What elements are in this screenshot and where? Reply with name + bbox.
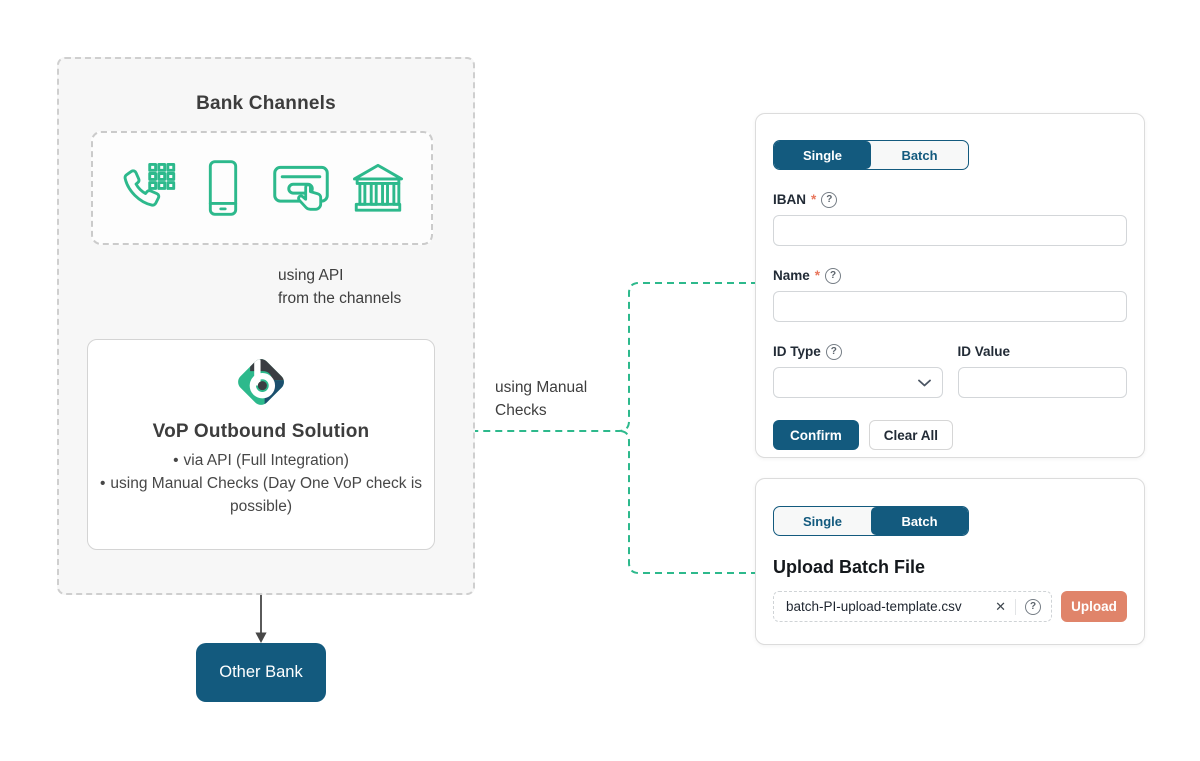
card-tap-icon <box>270 158 332 218</box>
bank-channels-title: Bank Channels <box>196 93 336 114</box>
vop-bullet-text: via API (Full Integration) <box>183 452 349 469</box>
vop-bullet-text: using Manual Checks (Day One VoP check i… <box>110 475 423 515</box>
using-api-label-line2: from the channels <box>278 290 402 307</box>
vop-bullet-list: •via API (Full Integration) •using Manua… <box>98 449 424 518</box>
help-icon[interactable]: ? <box>825 267 842 284</box>
phone-keypad-icon <box>117 159 177 217</box>
id-fields-row: ID Type ? ID Value <box>773 322 1127 398</box>
smartphone-icon <box>194 159 252 217</box>
using-manual-checks-line2: Checks <box>495 402 547 419</box>
bank-icon <box>349 159 407 217</box>
bullet-marker: • <box>173 452 179 469</box>
id-value-label-row: ID Value <box>958 343 1128 360</box>
tab-single[interactable]: Single <box>774 141 871 169</box>
upload-button[interactable]: Upload <box>1061 591 1127 622</box>
confirm-button[interactable]: Confirm <box>773 420 859 450</box>
help-icon[interactable]: ? <box>821 191 838 208</box>
tab-batch[interactable]: Batch <box>871 507 968 535</box>
name-input[interactable] <box>773 291 1127 322</box>
id-type-select[interactable] <box>773 367 943 398</box>
id-type-label-row: ID Type ? <box>773 343 943 360</box>
using-manual-checks-label: using Manual Checks <box>495 376 587 422</box>
tab-batch[interactable]: Batch <box>901 147 938 163</box>
divider <box>1015 598 1016 615</box>
iban-input[interactable] <box>773 215 1127 246</box>
id-value-column: ID Value <box>957 322 1128 398</box>
required-asterisk: * <box>814 268 821 283</box>
vop-bullet-item: •using Manual Checks (Day One VoP check … <box>98 472 424 518</box>
vop-solution-box: VoP Outbound Solution •via API (Full Int… <box>87 339 435 550</box>
id-value-label: ID Value <box>957 344 1011 359</box>
clear-file-icon[interactable]: ✕ <box>995 599 1006 614</box>
batch-upload-panel: Single Batch Upload Batch File batch-PI-… <box>755 478 1145 645</box>
mode-tab-group: Single Batch <box>773 140 969 170</box>
required-asterisk: * <box>811 192 817 207</box>
help-icon[interactable]: ? <box>1025 598 1041 615</box>
bank-channels-box <box>91 131 433 245</box>
using-api-label-line1: using API <box>278 267 344 284</box>
file-dropzone[interactable]: batch-PI-upload-template.csv ✕ ? <box>773 591 1052 622</box>
single-verification-panel: Single Batch IBAN * ? Name * ? ID Type ?… <box>755 113 1145 458</box>
file-upload-row: batch-PI-upload-template.csv ✕ ? Upload <box>773 591 1127 622</box>
vop-bullet-item: •via API (Full Integration) <box>98 449 424 472</box>
chevron-down-icon <box>917 379 931 386</box>
file-name: batch-PI-upload-template.csv <box>786 599 962 614</box>
name-label: Name <box>773 268 810 283</box>
bullet-marker: • <box>99 475 106 492</box>
mode-tab-group: Single Batch <box>773 506 969 536</box>
other-bank-button[interactable]: Other Bank <box>196 643 326 702</box>
using-manual-checks-line1: using Manual <box>495 379 588 396</box>
id-value-input[interactable] <box>957 367 1127 398</box>
iban-label: IBAN <box>773 192 806 207</box>
name-label-row: Name * ? <box>773 267 1127 284</box>
id-type-column: ID Type ? <box>773 322 943 398</box>
vop-title: VoP Outbound Solution <box>152 421 370 442</box>
id-type-label: ID Type <box>773 344 821 359</box>
clear-all-button[interactable]: Clear All <box>868 420 954 450</box>
manual-checks-connector-bottom <box>618 430 758 574</box>
using-api-label: using API from the channels <box>278 264 401 310</box>
help-icon[interactable]: ? <box>825 343 842 360</box>
vop-logo <box>234 355 288 409</box>
upload-batch-file-heading: Upload Batch File <box>773 557 926 577</box>
iban-label-row: IBAN * ? <box>773 191 1127 208</box>
arrowhead-vop-to-other-bank <box>255 632 267 643</box>
form-actions: Confirm Clear All <box>773 420 1127 450</box>
tab-single[interactable]: Single <box>802 513 842 529</box>
